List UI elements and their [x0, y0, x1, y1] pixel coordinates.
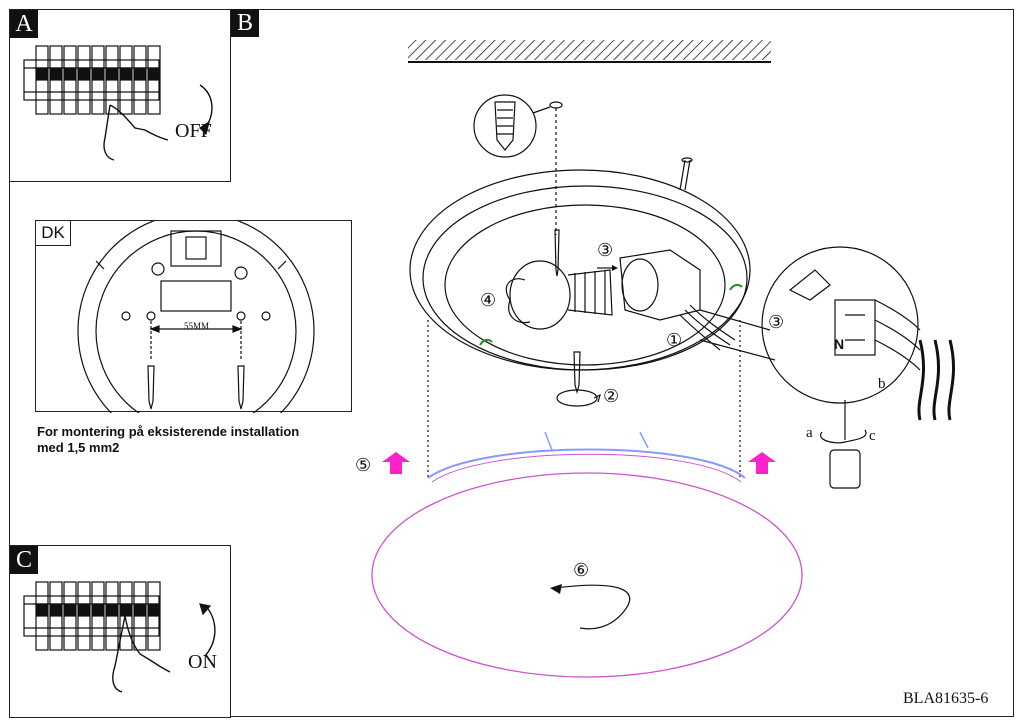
diagram-frame — [9, 9, 1014, 717]
terminal-c-label: c — [869, 428, 876, 444]
ceiling — [408, 40, 771, 63]
terminal-callout — [761, 246, 919, 404]
step-5-label: ⑤ — [355, 455, 372, 476]
terminal-a-label: a — [806, 425, 813, 441]
panel-b-tag: B — [231, 9, 259, 37]
panel-a-power-off: A — [9, 9, 231, 182]
dk-note-line1: For montering på eksisterende installati… — [37, 424, 300, 439]
lift-arrows — [382, 452, 776, 474]
dk-tag: DK — [36, 221, 71, 246]
breaker-off-illustration — [23, 45, 213, 161]
mounting-plate-illustration — [77, 221, 315, 413]
wall-plug-callout — [473, 94, 537, 158]
panel-c-power-on: C ON — [9, 545, 231, 718]
step-2-label: ② — [603, 386, 620, 407]
diffuser-shade — [371, 431, 803, 678]
panel-a-tag: A — [10, 10, 38, 38]
step-1-label: ① — [666, 330, 683, 351]
terminal-b-label: b — [878, 376, 886, 392]
panel-dk-mounting: DK 55MM — [35, 220, 352, 413]
document-code: BLA81635-6 — [903, 690, 989, 707]
dk-note-line2: med 1,5 mm2 — [37, 440, 120, 455]
step-3-terminal-label: ③ — [768, 312, 785, 333]
step-4-label: ④ — [480, 290, 497, 311]
step-3-label: ③ — [597, 240, 614, 261]
terminal-n-label: N — [834, 336, 845, 352]
breaker-on-illustration — [23, 581, 216, 693]
step-6-label: ⑥ — [573, 560, 590, 581]
dimension-label: 55MM — [184, 321, 210, 331]
on-label: ON — [188, 651, 217, 673]
off-label: OFF — [175, 120, 212, 142]
panel-c-tag: C — [10, 546, 38, 574]
